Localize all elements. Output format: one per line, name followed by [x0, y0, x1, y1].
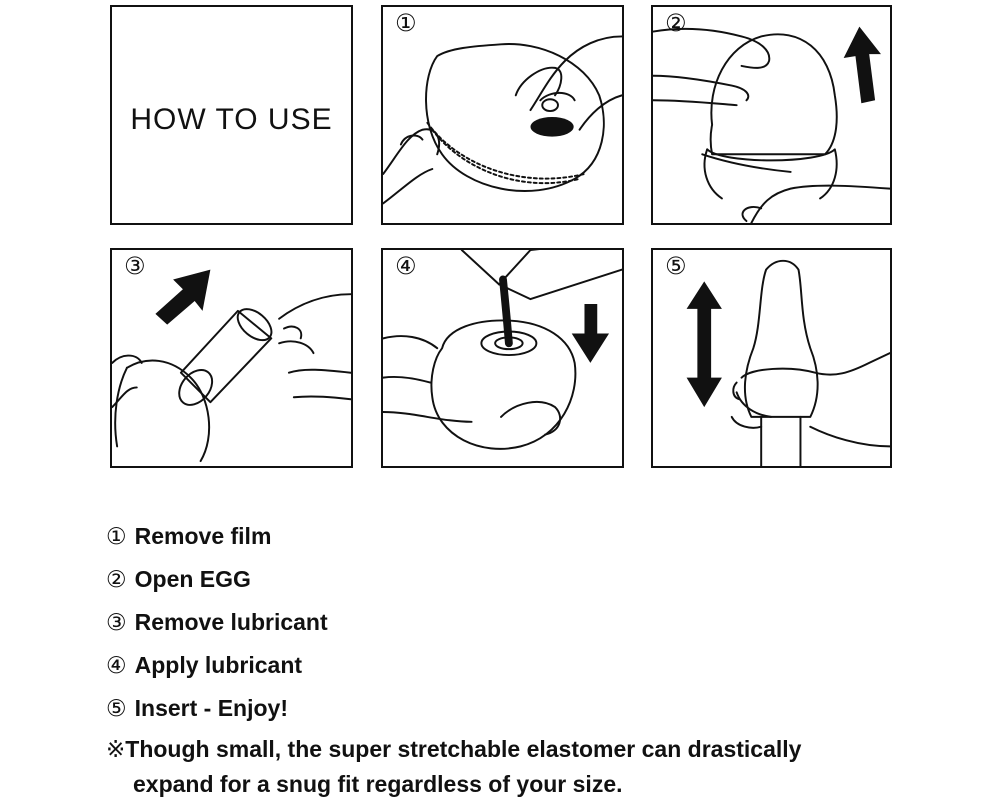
insert-illustration: [686, 259, 890, 466]
note-line-1: Though small, the super stretchable elas…: [125, 736, 802, 762]
step-2-panel: ②: [651, 5, 892, 225]
step-number: ②: [665, 9, 687, 37]
step-item: ⑤ Insert - Enjoy!: [106, 690, 328, 733]
arrow-up-right-icon: [155, 269, 211, 325]
step-4-panel: ④: [381, 248, 624, 468]
open-egg-illustration: [653, 26, 890, 223]
lubricant-stream: [499, 275, 513, 348]
step-item-number: ③: [106, 610, 127, 636]
step-item-number: ④: [106, 653, 127, 679]
size-note: ※Though small, the super stretchable ela…: [106, 732, 966, 801]
step-item-number: ⑤: [106, 696, 127, 722]
step-item-label: Open EGG: [134, 566, 251, 592]
step-3-panel: ③: [110, 248, 353, 468]
step-5-panel: ⑤: [651, 248, 892, 468]
steps-list: ① Remove film ② Open EGG ③ Remove lubricant…: [106, 518, 328, 733]
step-item: ① Remove film: [106, 518, 328, 561]
step-item: ② Open EGG: [106, 561, 328, 604]
arrow-down-icon: [571, 304, 610, 363]
reference-mark: ※: [106, 737, 126, 763]
remove-lubricant-illustration: [112, 269, 351, 463]
step-item-number: ①: [106, 524, 127, 550]
step-number: ⑤: [665, 252, 687, 280]
film-opening: [530, 116, 574, 137]
arrow-up-icon: [843, 26, 881, 104]
step-number: ③: [124, 252, 146, 280]
step-item-label: Remove film: [134, 523, 272, 549]
title-panel: HOW TO USE: [110, 5, 353, 225]
double-arrow-vertical-icon: [686, 281, 722, 408]
step-item-label: Apply lubricant: [134, 652, 303, 678]
step-item-label: Insert - Enjoy!: [134, 695, 288, 721]
how-to-use-title: HOW TO USE: [130, 103, 333, 136]
remove-film-illustration: [383, 35, 622, 205]
step-item: ③ Remove lubricant: [106, 604, 328, 647]
step-number: ④: [395, 252, 417, 280]
step-item-label: Remove lubricant: [134, 609, 328, 635]
step-1-panel: ①: [381, 5, 624, 225]
step-number: ①: [395, 9, 417, 37]
note-line-2: expand for a snug fit regardless of your…: [133, 771, 623, 797]
apply-lubricant-illustration: [383, 250, 622, 450]
step-item: ④ Apply lubricant: [106, 647, 328, 690]
step-item-number: ②: [106, 567, 127, 593]
